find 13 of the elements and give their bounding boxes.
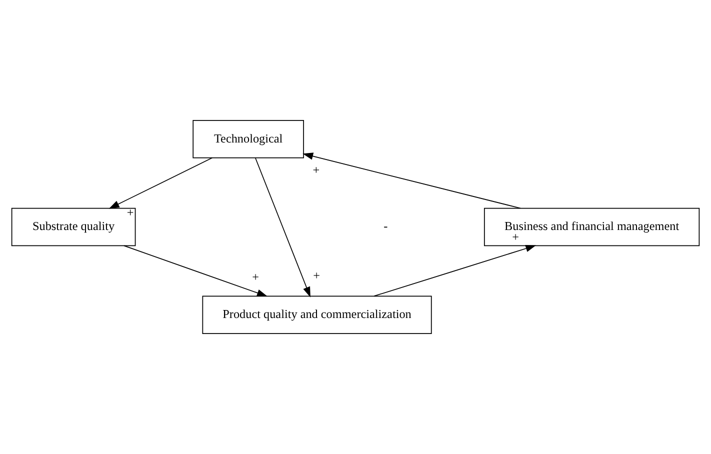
label: - <box>384 219 388 234</box>
edge-label: + <box>252 270 260 284</box>
node-box: Technological <box>192 120 304 158</box>
arrow <box>124 245 268 296</box>
edge-label: + <box>512 230 520 244</box>
arrow <box>108 157 213 209</box>
edge-label: + <box>126 205 134 220</box>
arrow <box>254 158 310 298</box>
node-box: Product quality and commercialization <box>202 296 432 334</box>
arrow <box>302 152 521 209</box>
arrow <box>374 244 536 296</box>
edge-label: + <box>313 268 320 283</box>
edge-label: + <box>312 163 320 178</box>
